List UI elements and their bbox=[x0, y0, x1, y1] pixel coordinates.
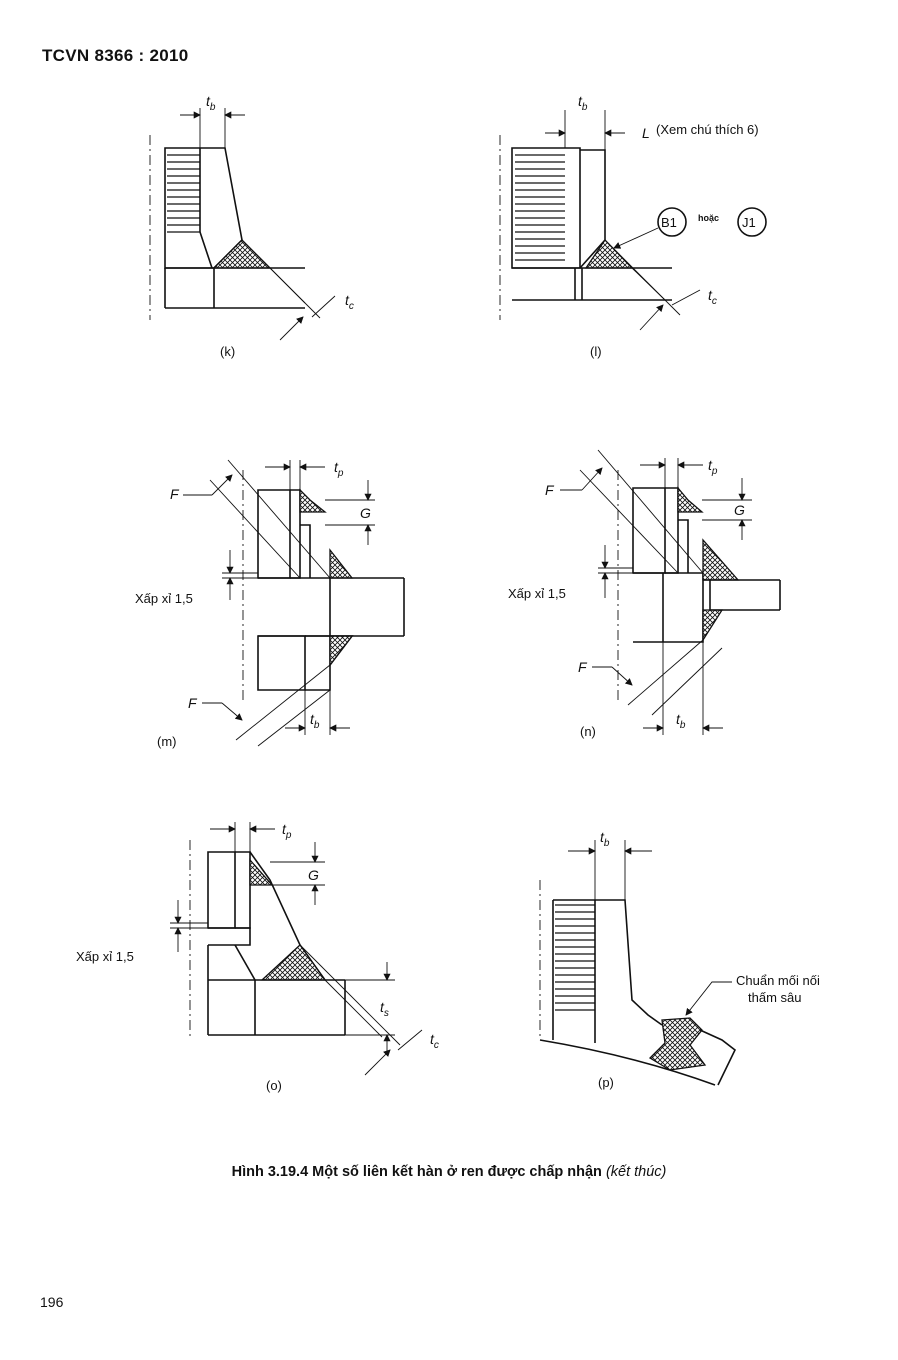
label-o: (o) bbox=[266, 1078, 282, 1093]
svg-text:tc: tc bbox=[708, 287, 717, 307]
figure-l: tb L (Xem chú thích 6) B1 hoặc J1 tc (l) bbox=[499, 93, 767, 359]
svg-text:tp: tp bbox=[334, 459, 344, 479]
figure-n: tp F G Xấp xỉ 1,5 F tb (n) bbox=[508, 449, 781, 739]
standard-header: TCVN 8366 : 2010 bbox=[42, 46, 189, 65]
svg-text:F: F bbox=[170, 486, 180, 502]
weld-m-lower bbox=[329, 635, 354, 667]
caption-main: Hình 3.19.4 Một số liên kết hàn ở ren đư… bbox=[231, 1164, 602, 1180]
thread-p bbox=[555, 904, 595, 1011]
note-p-line1: Chuẩn mối nối bbox=[736, 973, 820, 988]
svg-text:tb: tb bbox=[206, 93, 216, 113]
approx-n: Xấp xỉ 1,5 bbox=[508, 586, 566, 601]
svg-text:F: F bbox=[188, 695, 198, 711]
label-l: (l) bbox=[590, 344, 602, 359]
callout-j1: J1 bbox=[742, 215, 756, 230]
caption-italic: (kết thúc) bbox=[605, 1164, 667, 1180]
svg-text:tc: tc bbox=[430, 1031, 439, 1051]
svg-text:G: G bbox=[308, 867, 319, 883]
svg-text:tp: tp bbox=[282, 821, 292, 841]
note-l: (Xem chú thích 6) bbox=[656, 122, 759, 137]
figure-m: tp F G Xấp xỉ 1,5 F tb (m) bbox=[135, 459, 405, 749]
svg-text:G: G bbox=[360, 505, 371, 521]
note-p-line2: thấm sâu bbox=[748, 990, 801, 1005]
figure-o: tp G Xấp xỉ 1,5 ts tc (o) bbox=[76, 821, 439, 1093]
figure-caption: Hình 3.19.4 Một số liên kết hàn ở ren đư… bbox=[0, 1164, 898, 1180]
thread-l bbox=[515, 154, 565, 261]
svg-text:G: G bbox=[734, 502, 745, 518]
weld-m-upper bbox=[329, 548, 354, 579]
label-n: (n) bbox=[580, 724, 596, 739]
page-number: 196 bbox=[40, 1294, 64, 1310]
figure-p: tb Chuẩn mối nối thấm sâu (p) bbox=[539, 829, 820, 1090]
weld-o bbox=[260, 944, 327, 981]
callout-b1: B1 bbox=[661, 215, 677, 230]
svg-text:tc: tc bbox=[345, 292, 354, 312]
weld-k bbox=[212, 239, 272, 269]
svg-text:ts: ts bbox=[380, 999, 389, 1019]
approx-o: Xấp xỉ 1,5 bbox=[76, 949, 134, 964]
svg-text:tb: tb bbox=[578, 93, 588, 113]
svg-text:tb: tb bbox=[600, 829, 610, 849]
weld-n-upper bbox=[702, 538, 740, 581]
approx-m: Xấp xỉ 1,5 bbox=[135, 591, 193, 606]
svg-text:tb: tb bbox=[310, 711, 320, 731]
svg-text:L: L bbox=[642, 125, 650, 141]
weld-n-lower bbox=[702, 609, 724, 643]
label-p: (p) bbox=[598, 1075, 614, 1090]
svg-text:tb: tb bbox=[676, 711, 686, 731]
figure-k: tb tc (k) bbox=[149, 93, 354, 359]
svg-text:tp: tp bbox=[708, 457, 718, 477]
label-m: (m) bbox=[157, 734, 177, 749]
weld-p bbox=[648, 1017, 707, 1071]
svg-text:hoặc: hoặc bbox=[698, 213, 719, 223]
thread-k bbox=[167, 154, 200, 233]
svg-text:F: F bbox=[545, 482, 555, 498]
svg-text:F: F bbox=[578, 659, 588, 675]
label-k: (k) bbox=[220, 344, 235, 359]
